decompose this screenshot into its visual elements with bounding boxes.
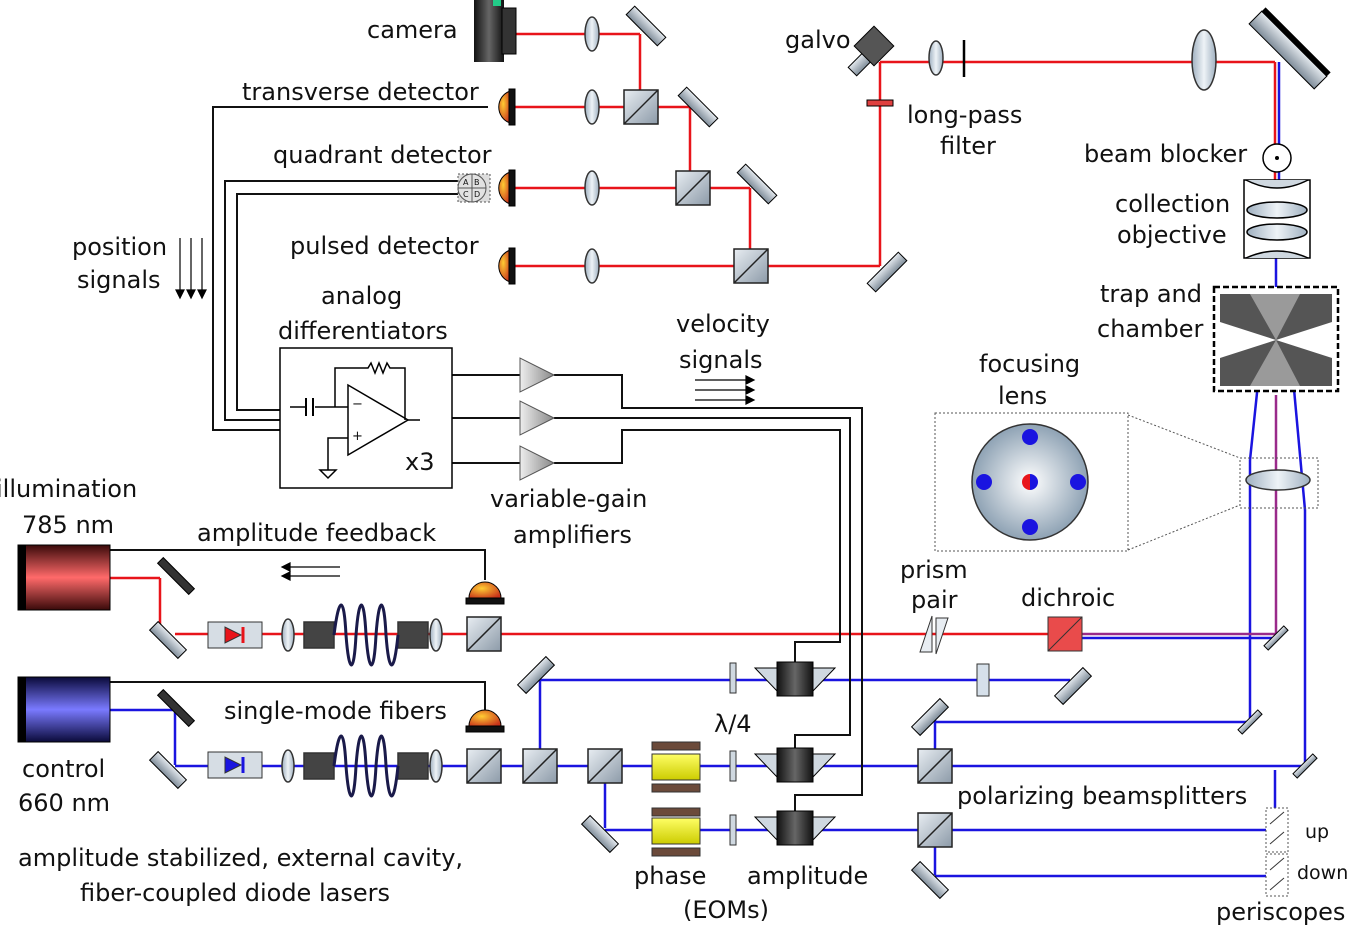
prism-label-1: prism bbox=[900, 556, 968, 584]
control-label-2: 660 nm bbox=[18, 789, 110, 817]
svg-text:−: − bbox=[352, 397, 363, 412]
svg-text:D: D bbox=[474, 190, 480, 199]
relay-lens bbox=[1191, 29, 1217, 91]
collection-objective bbox=[1243, 179, 1311, 259]
fiber-couplers bbox=[281, 618, 443, 783]
x3-label: x3 bbox=[405, 448, 434, 476]
signal-wires bbox=[110, 106, 863, 815]
text-labels: camera transverse detector quadrant dete… bbox=[0, 16, 1348, 926]
stabilized-label-1: amplitude stabilized, external cavity, bbox=[18, 844, 463, 872]
camera-label: camera bbox=[367, 16, 458, 44]
dichroic-mirror bbox=[1047, 616, 1083, 652]
long-pass-filter bbox=[866, 99, 894, 107]
periscopes-label: periscopes bbox=[1216, 898, 1345, 926]
lower-beamsplitters bbox=[466, 616, 953, 848]
single-mode-fibers-label: single-mode fibers bbox=[224, 697, 447, 725]
galvo-label: galvo bbox=[785, 26, 851, 54]
velocity-signal-arrows bbox=[695, 375, 756, 405]
fold-mirror bbox=[1248, 10, 1328, 90]
laser-steering-mirrors bbox=[148, 620, 188, 790]
velocity-label-2: signals bbox=[679, 346, 763, 374]
velocity-label-1: velocity bbox=[676, 310, 770, 338]
collection-label-1: collection bbox=[1115, 190, 1230, 218]
galvo-mirror bbox=[853, 25, 895, 67]
prism-label-2: pair bbox=[911, 586, 958, 614]
amplitude-feedback-label: amplitude feedback bbox=[197, 519, 436, 547]
photodetectors bbox=[498, 88, 516, 285]
amplitude-label: amplitude bbox=[747, 862, 868, 890]
longpass-label-1: long-pass bbox=[907, 101, 1022, 129]
lower-mirrors bbox=[516, 625, 1318, 900]
pulsed-detector-label: pulsed detector bbox=[290, 232, 479, 260]
feedback-detectors bbox=[465, 581, 505, 733]
position-signals-label-2: signals bbox=[77, 266, 161, 294]
phase-eoms bbox=[651, 741, 701, 857]
phase-label: phase bbox=[634, 862, 706, 890]
amplitude-feedback-arrows bbox=[280, 562, 340, 581]
svg-text:C: C bbox=[463, 190, 469, 199]
vga-label-1: variable-gain bbox=[490, 485, 647, 513]
longpass-label-2: filter bbox=[940, 132, 996, 160]
control-laser bbox=[17, 676, 111, 743]
down-label: down bbox=[1297, 862, 1348, 884]
quadrant-detector-icon: A B C D bbox=[457, 173, 491, 203]
detection-lenses bbox=[584, 16, 944, 284]
analog-label-1: analog bbox=[321, 282, 402, 310]
pbs-label: polarizing beamsplitters bbox=[957, 782, 1247, 810]
dichroic-label: dichroic bbox=[1021, 584, 1115, 612]
position-signal-arrows bbox=[175, 238, 207, 300]
amplitude-eoms bbox=[753, 661, 837, 846]
vga-label-2: amplifiers bbox=[513, 521, 632, 549]
stabilized-label-2: fiber-coupled diode lasers bbox=[80, 879, 390, 907]
trap-and-chamber bbox=[1212, 285, 1340, 393]
variable-gain-amplifiers bbox=[519, 357, 556, 481]
svg-text:B: B bbox=[474, 178, 480, 187]
camera bbox=[474, 0, 517, 62]
focusing-label-2: lens bbox=[998, 382, 1047, 410]
trap-label-1: trap and bbox=[1100, 280, 1202, 308]
detection-beamsplitters bbox=[623, 89, 769, 284]
analog-differentiator-box: − + bbox=[279, 347, 453, 489]
single-mode-fiber-coils bbox=[332, 603, 400, 798]
laser-gratings bbox=[156, 556, 196, 728]
transverse-detector-label: transverse detector bbox=[242, 78, 479, 106]
svg-text:A: A bbox=[463, 178, 469, 187]
lambda4-label: λ/4 bbox=[714, 710, 752, 738]
prism-pair bbox=[919, 615, 949, 655]
waveplates bbox=[729, 662, 990, 846]
quadrant-detector-label: quadrant detector bbox=[273, 141, 492, 169]
eoms-label: (EOMs) bbox=[683, 896, 769, 924]
illumination-label-2: 785 nm bbox=[22, 511, 114, 539]
illumination-laser bbox=[17, 544, 111, 611]
focusing-label-1: focusing bbox=[979, 350, 1080, 378]
position-signals-label-1: position bbox=[72, 233, 167, 261]
svg-text:+: + bbox=[352, 429, 363, 444]
focusing-lens-inset bbox=[934, 412, 1319, 552]
control-label-1: control bbox=[22, 755, 105, 783]
collection-label-2: objective bbox=[1117, 221, 1227, 249]
analog-label-2: differentiators bbox=[278, 317, 448, 345]
illumination-label-1: illumination bbox=[0, 475, 137, 503]
up-label: up bbox=[1305, 821, 1329, 843]
beam-blocker-label: beam blocker bbox=[1084, 140, 1247, 168]
trap-label-2: chamber bbox=[1097, 315, 1203, 343]
optical-isolators bbox=[207, 621, 263, 779]
periscopes bbox=[1265, 807, 1289, 897]
